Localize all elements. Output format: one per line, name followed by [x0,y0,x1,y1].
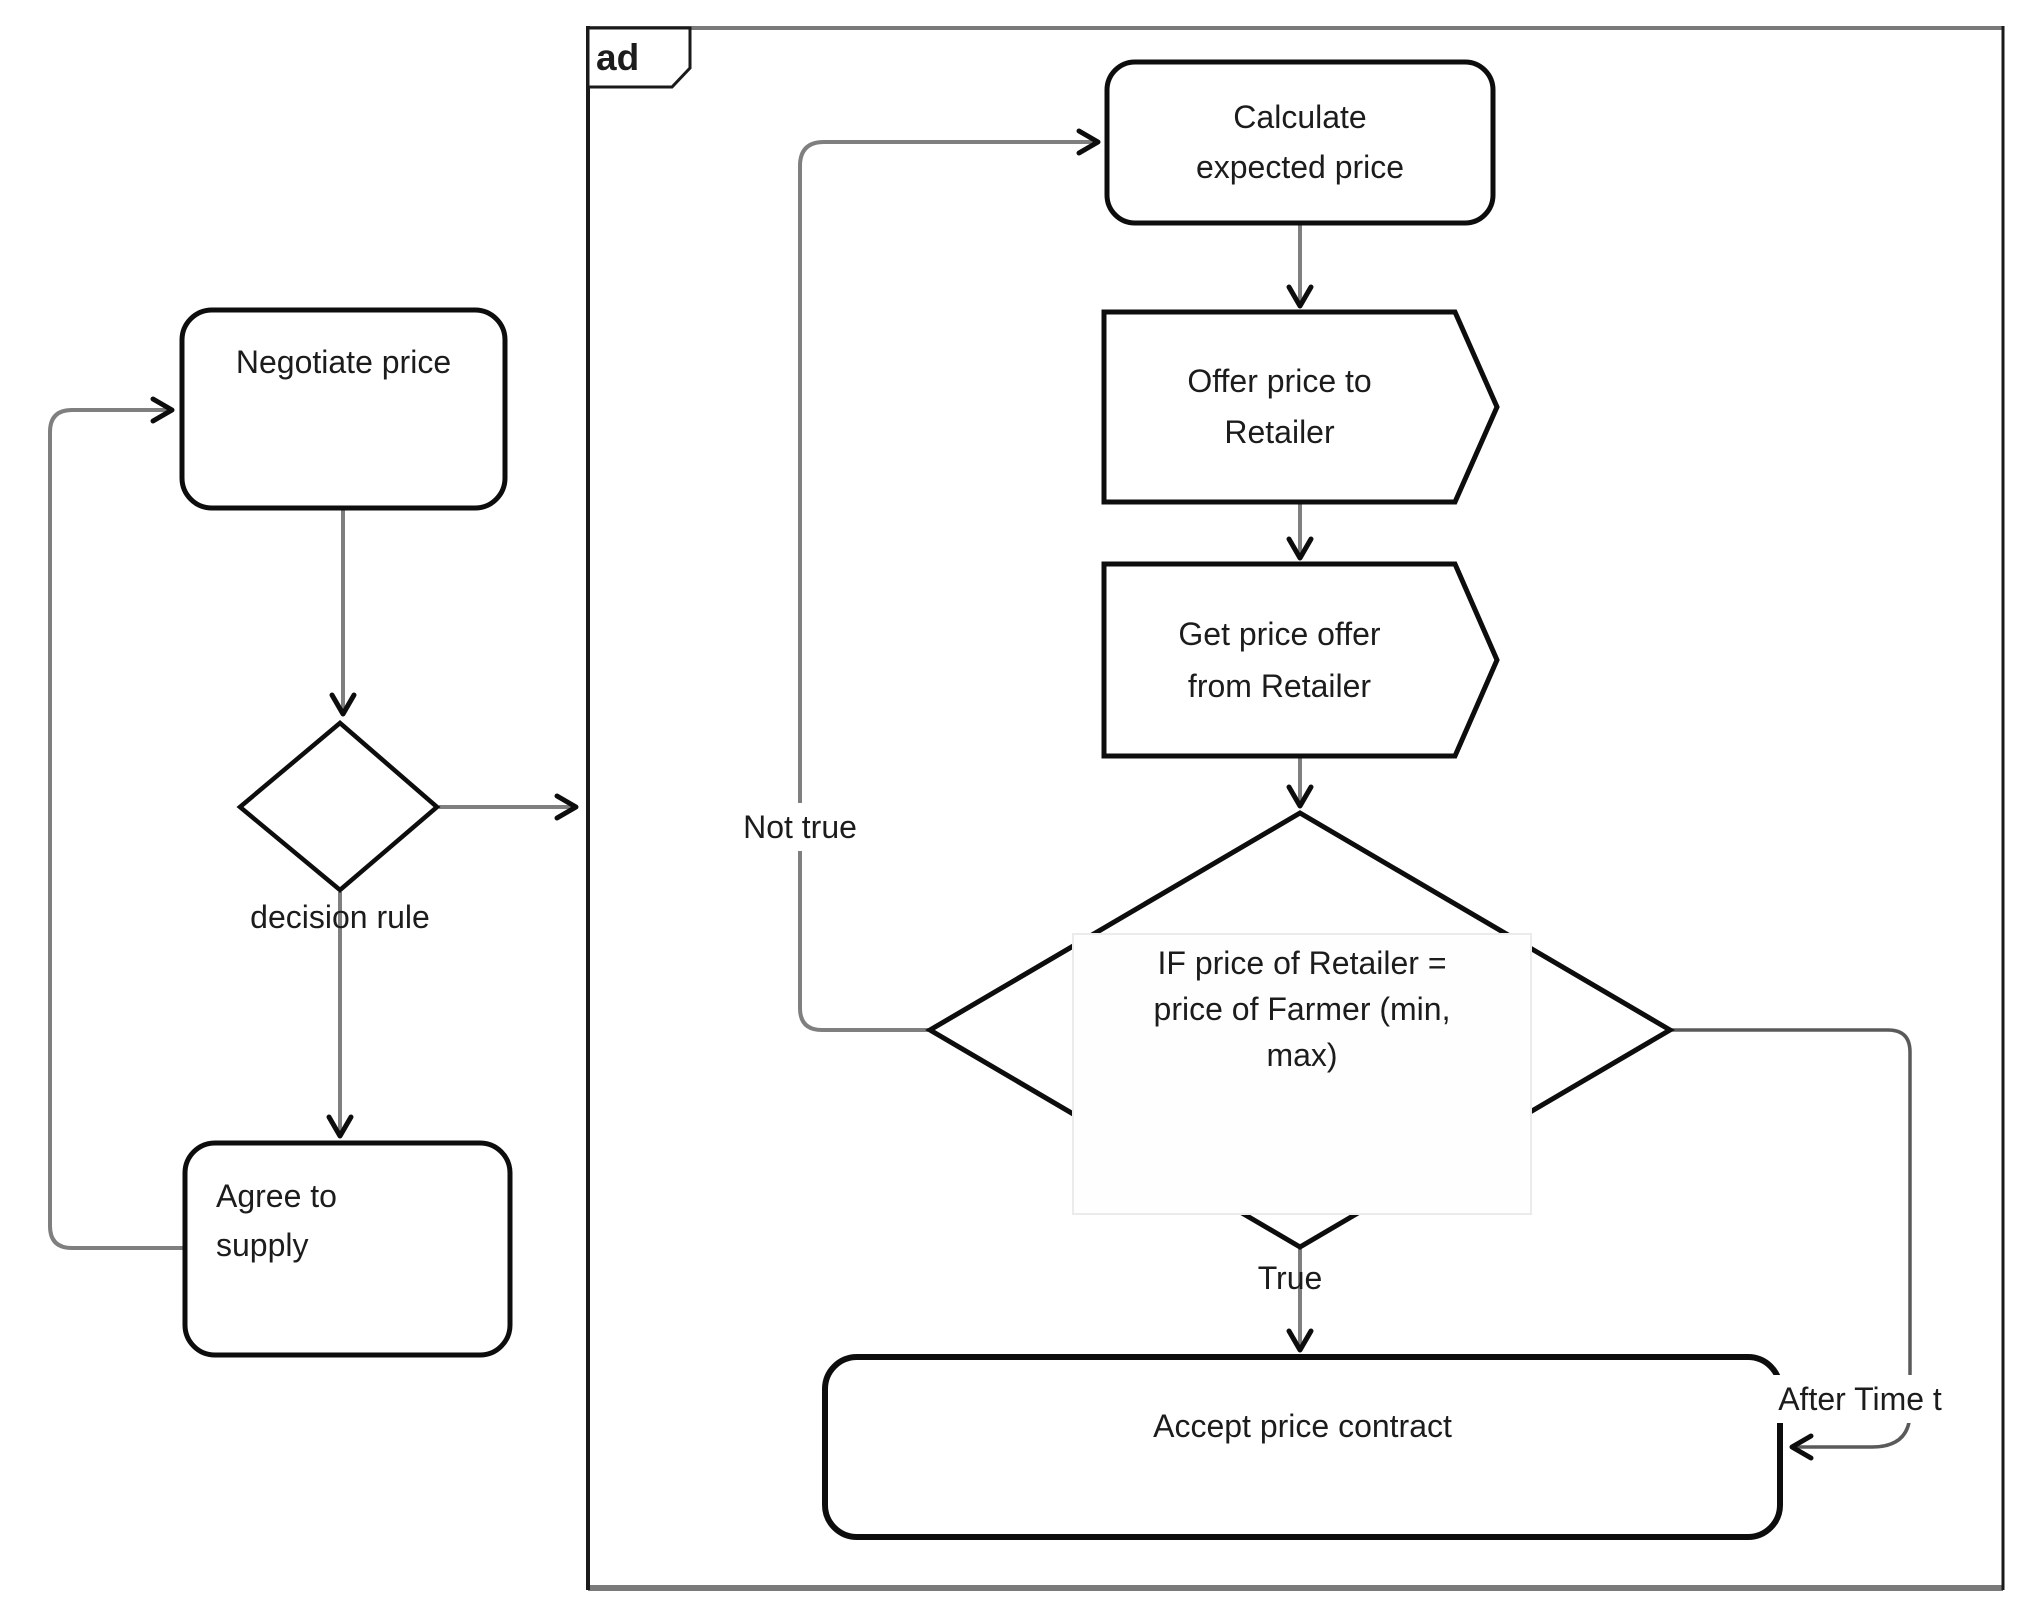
label-line: Offer price to [1187,363,1372,399]
condition-label: IF price of Retailer = price of Farmer (… [1073,940,1531,1078]
get-price-offer-signal-node [1101,561,1500,759]
label-line: from Retailer [1187,668,1372,704]
label-line: IF price of Retailer = [1157,945,1447,981]
label-line: Negotiate price [235,344,452,380]
accept-price-contract-label: Accept price contract [1153,1408,1452,1444]
edge-not-true-loop [798,128,1101,1032]
agree-to-supply-node [182,1140,513,1358]
label-line: Retailer [1224,414,1335,450]
not-true-edge-label: Not true [735,803,865,851]
label-line: expected price [1195,149,1405,185]
frame-tab-label: ad [596,37,640,78]
accept-price-contract-node [822,1354,1783,1540]
after-time-edge-label: After Time t [1770,1375,1950,1423]
get-price-offer-label: Get price offer from Retailer [1104,608,1455,712]
agree-to-supply-label: Agree to supply [216,1172,337,1270]
true-edge-label: True [1257,1260,1323,1296]
condition-text-box [1072,933,1532,1215]
nodes [179,59,1783,1540]
negotiate-price-label: Negotiate price [182,338,505,386]
label-line: Agree to [216,1178,337,1214]
frame-tab [586,26,692,89]
offer-price-label: Offer price to Retailer [1104,356,1455,458]
label-line: Calculate [1233,99,1367,135]
negotiate-price-node [179,307,508,511]
label-line: max) [1266,1037,1338,1073]
label-line: supply [216,1227,309,1263]
activity-frame [586,26,2005,1591]
decision-rule-diamond [236,720,441,893]
offer-price-signal-node [1101,309,1500,505]
calculate-expected-price-node [1104,59,1496,226]
label-line: Get price offer [1178,616,1381,652]
calculate-expected-price-label: Calculate expected price [1107,92,1493,192]
label-line: price of Farmer (min, [1153,991,1451,1027]
edge-agree-loop-to-negotiate [48,396,185,1250]
decision-rule-label: decision rule [250,899,430,935]
